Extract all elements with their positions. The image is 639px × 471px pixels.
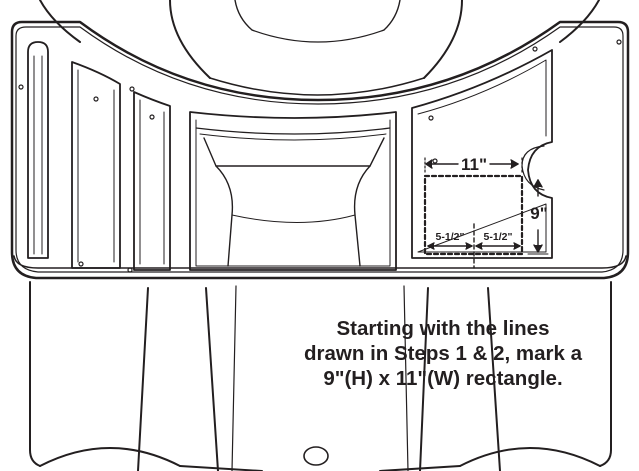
right-half-dimension-label: 5-1/2" (484, 231, 513, 243)
instruction-caption: Starting with the lines drawn in Steps 1… (248, 316, 638, 391)
lower-body (29, 281, 612, 471)
left-ribs (27, 41, 171, 271)
right-panel (411, 49, 553, 259)
rim-flange (10, 20, 630, 280)
width-dimension-label: 11" (461, 155, 487, 174)
height-dimension-label: 9" (530, 204, 548, 223)
bowl-top (39, 0, 600, 96)
drain-hole (303, 446, 329, 466)
caption-line-3: 9"(H) x 11"(W) rectangle. (323, 367, 563, 390)
screw-holes (18, 39, 622, 273)
dimension-lines (424, 157, 549, 255)
caption-line-2: drawn in Steps 1 & 2, mark a (304, 342, 582, 365)
caption-line-1: Starting with the lines (336, 317, 550, 340)
center-pocket (189, 111, 397, 271)
left-half-dimension-label: 5-1/2" (436, 231, 465, 243)
cut-rectangle (423, 174, 524, 269)
